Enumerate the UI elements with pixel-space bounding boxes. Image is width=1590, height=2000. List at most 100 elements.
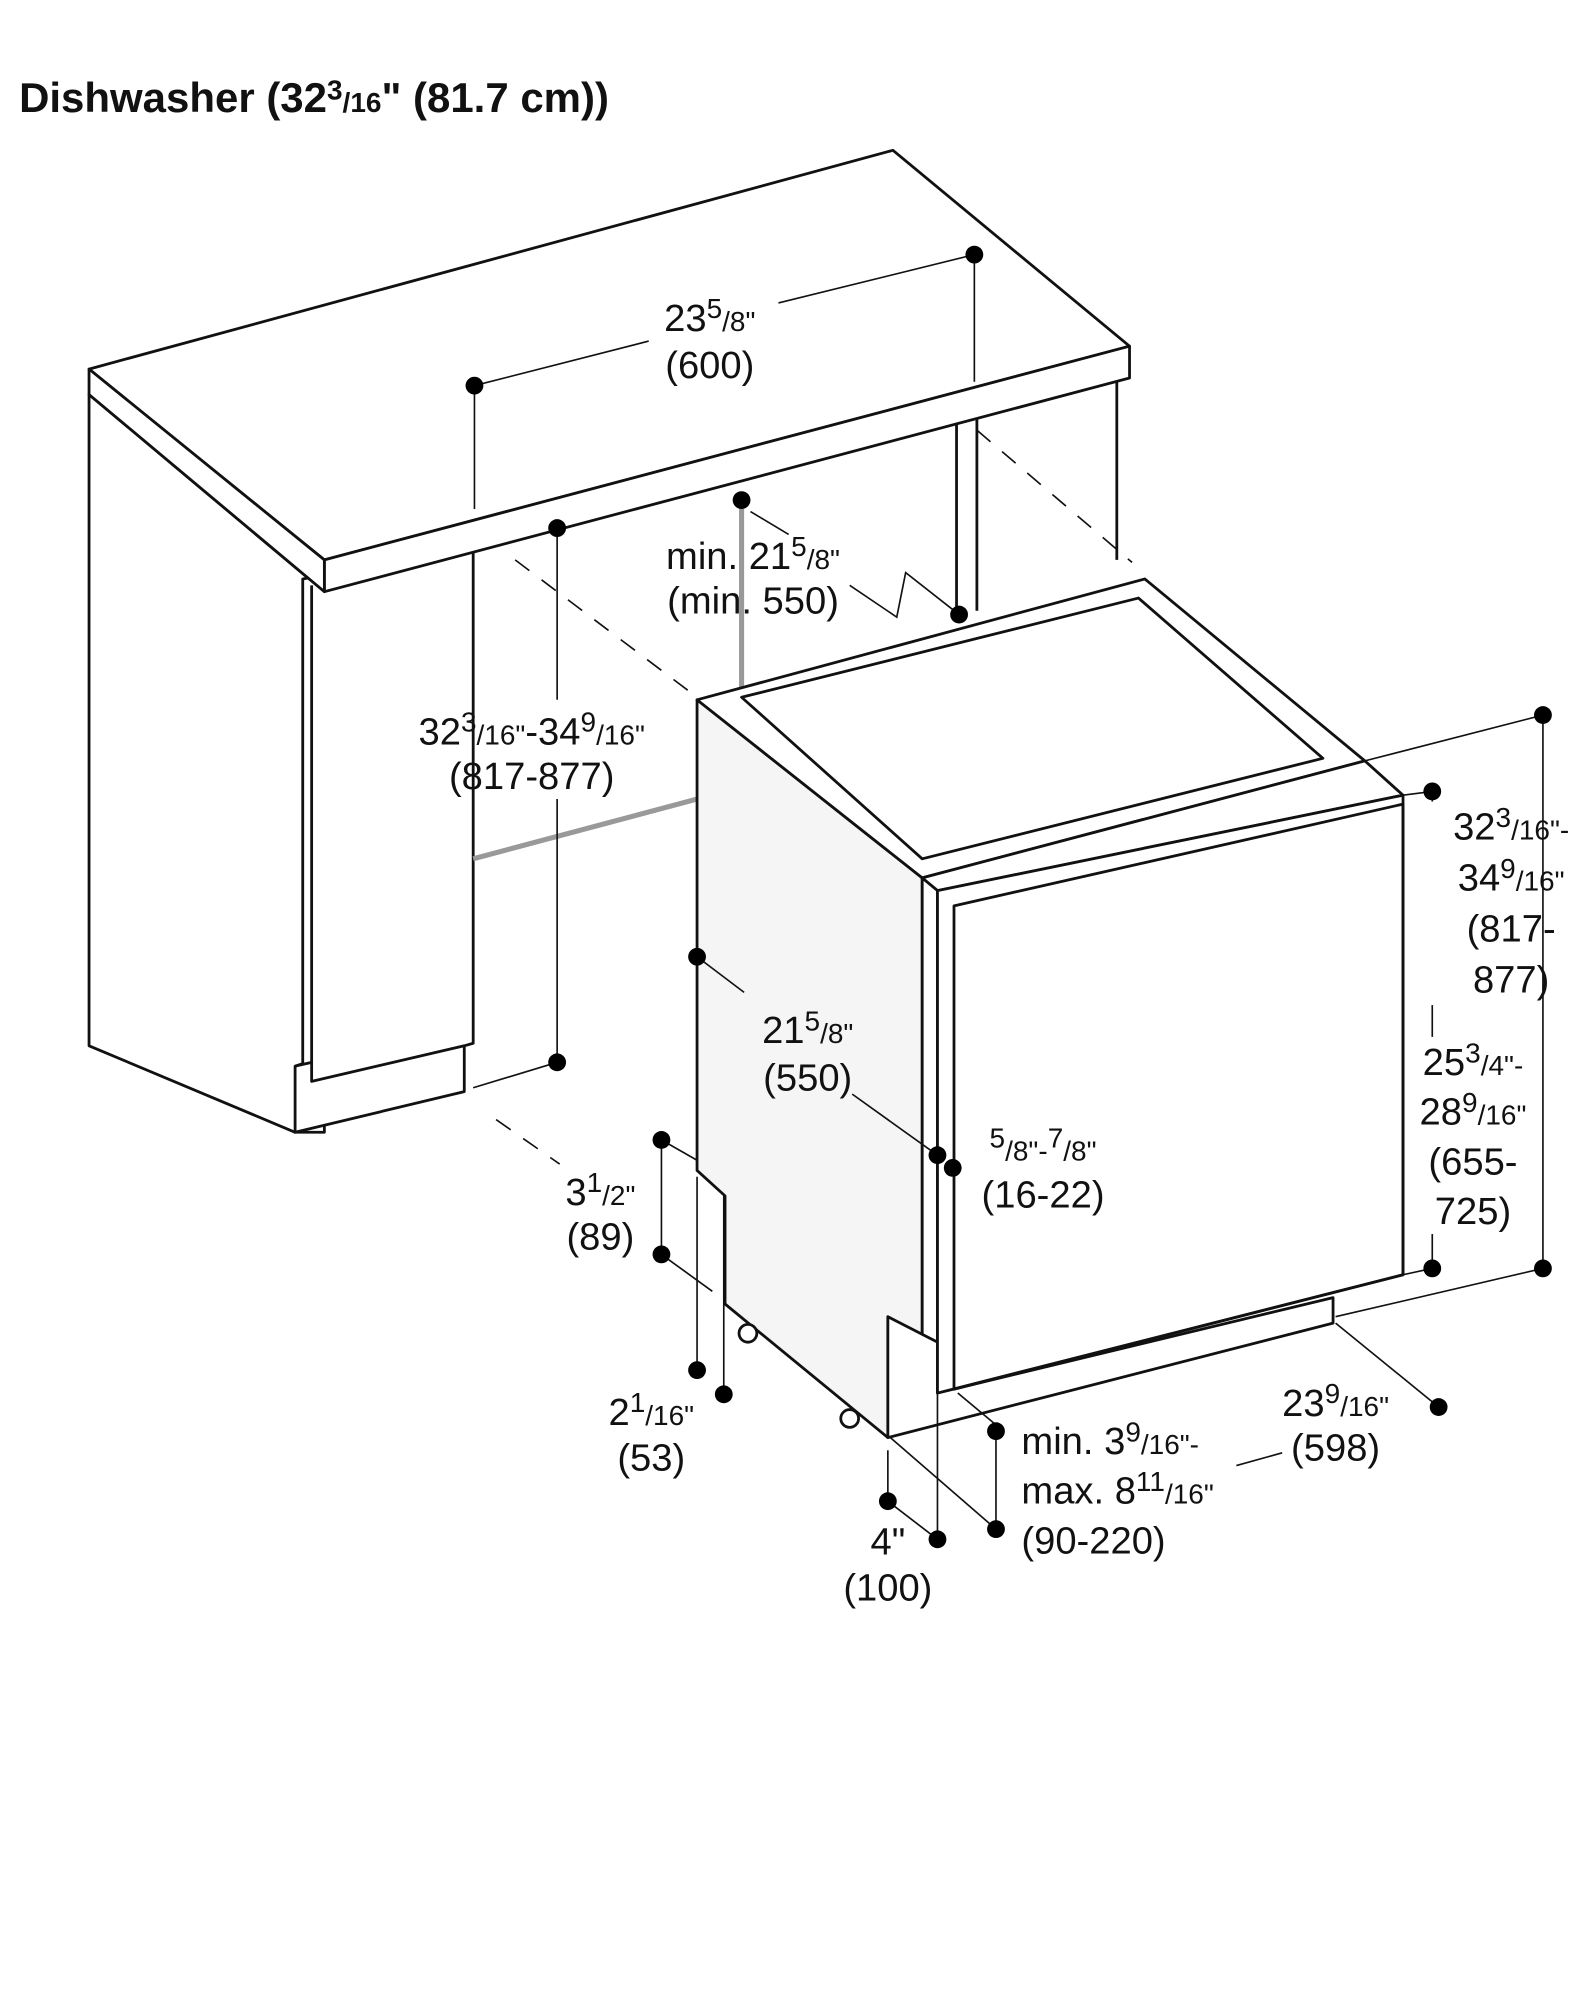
label-text: 32 [419,710,461,753]
width-598-label: 239/16"(598) [1282,1378,1389,1469]
label-text: 23 [1282,1382,1324,1425]
label-line: 323/16"- [1453,802,1569,849]
label-text: 21 [762,1009,804,1052]
diagram-title: Dishwasher (323/16" (81.7 cm)) [19,74,609,121]
label-line: (89) [566,1215,634,1258]
fraction-numerator: 1 [630,1387,646,1418]
label-text: (550) [763,1056,852,1099]
label-line: (817- [1467,907,1556,950]
min-depth-550-label: min. 215/8"(min. 550) [666,531,840,622]
label-line: 21/16" [608,1387,694,1434]
depth-550-label: 215/8"(550) [762,1006,853,1100]
fraction-numerator: 3 [1465,1037,1481,1068]
label-line: min. 215/8" [666,531,840,578]
fraction-denominator: /16" [596,719,645,750]
label-line: 323/16"-349/16" [419,707,645,754]
label-text: (53) [617,1437,685,1480]
label-text: 23 [664,297,706,340]
label-line: (550) [763,1056,852,1099]
label-line: 725) [1435,1190,1511,1233]
fraction-denominator: /2" [602,1180,635,1211]
fraction-denominator: /16" [477,719,526,750]
label-line: (598) [1291,1426,1380,1469]
dimension-labels: 235/8"(600)min. 215/8"(min. 550)323/16"-… [419,293,1570,1609]
label-line: 253/4"- [1423,1037,1524,1084]
fraction-denominator: /16" [1478,1100,1527,1131]
notch-53-label: 21/16"(53) [608,1387,694,1480]
label-line: 4" [870,1521,905,1564]
label-text: (817-877) [449,755,614,798]
label-text: max. 8 [1021,1470,1136,1513]
wheel [839,1408,860,1429]
fraction-denominator: /16" [1516,866,1565,897]
fraction-numerator: 5 [707,293,723,324]
fraction-denominator: /8" [722,306,755,337]
fraction-numerator: 11 [1136,1466,1165,1497]
label-text: 3 [565,1171,586,1214]
fraction-numerator: 3 [1496,802,1512,833]
label-text: 4" [870,1521,905,1564]
fraction-denominator: /8" [1063,1135,1096,1166]
label-line: min. 39/16"- [1021,1416,1199,1463]
label-line: 31/2" [565,1167,635,1214]
fraction-numerator: 5 [791,531,807,562]
niche-height-label: 323/16"-349/16"(817-877) [419,707,645,798]
fraction-denominator: /16"- [1141,1429,1199,1460]
label-line: (16-22) [982,1173,1105,1216]
label-text: Dishwasher (32 [19,74,327,121]
fraction-numerator: 9 [1462,1087,1478,1118]
label-text: 725) [1435,1190,1511,1233]
label-text: (817- [1467,907,1556,950]
fraction-numerator: 5 [990,1123,1006,1154]
label-text: 2 [608,1391,629,1434]
dimension-dots [465,245,1552,1549]
fraction-numerator: 9 [1500,853,1516,884]
label-line: 235/8" [664,293,755,340]
kitchen-cabinet [87,148,1131,1134]
label-line: 349/16" [1458,853,1565,900]
label-line: (90-220) [1021,1519,1165,1562]
toe-kick-depth-label: 4"(100) [843,1521,932,1610]
fraction-numerator: 9 [1325,1378,1341,1409]
fraction-numerator: 7 [1048,1123,1064,1154]
notch-89-label: 31/2"(89) [565,1167,635,1258]
fraction-denominator: /16"- [1511,815,1569,846]
toe-kick-height-label: min. 39/16"-max. 811/16"(90-220) [1021,1416,1213,1562]
label-line: 289/16" [1420,1087,1527,1134]
fraction-denominator: /16" [1340,1391,1389,1422]
wheel [737,1322,759,1344]
fraction-denominator: /16 [343,87,382,118]
label-text: 32 [1453,806,1495,849]
label-text: (89) [566,1215,634,1258]
label-text: (100) [843,1566,932,1609]
fraction-numerator: 5 [805,1006,821,1037]
fraction-numerator: 9 [581,707,597,738]
label-line: (53) [617,1437,685,1480]
label-text: (598) [1291,1426,1380,1469]
fraction-denominator: /16" [1165,1479,1214,1510]
label-line: (min. 550) [667,579,839,622]
label-text: -34 [525,710,580,753]
label-text: (655- [1428,1140,1517,1183]
label-text: " (81.7 cm)) [381,74,608,121]
label-text: (16-22) [982,1173,1105,1216]
label-text: 877) [1473,958,1549,1001]
cabinet-front [293,545,475,1134]
label-text: (min. 550) [667,579,839,622]
width-600-label: 235/8"(600) [664,293,755,387]
fraction-denominator: /8"- [1005,1135,1048,1166]
label-text: min. 21 [666,535,791,578]
label-line: (817-877) [449,755,614,798]
label-text: (90-220) [1021,1519,1165,1562]
label-line: 215/8" [762,1006,853,1053]
fraction-numerator: 9 [1125,1416,1141,1447]
label-line: (655- [1428,1140,1517,1183]
fraction-numerator: 3 [327,74,343,105]
label-line: 239/16" [1282,1378,1389,1425]
label-line: 877) [1473,958,1549,1001]
label-line: max. 811/16" [1021,1466,1213,1513]
fraction-denominator: /8" [820,1018,853,1049]
label-line: 5/8"-7/8" [990,1123,1097,1167]
